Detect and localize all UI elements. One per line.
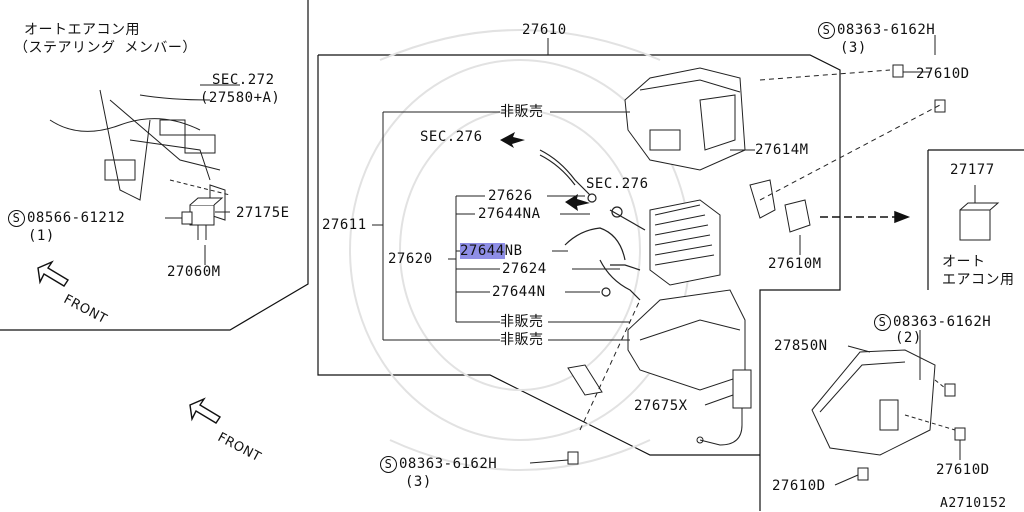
- not-for-sale-label-2: 非販売: [500, 314, 544, 330]
- s-marker-icon: S: [818, 22, 835, 39]
- left-leaders: [165, 84, 240, 265]
- relay-27177: [959, 202, 1000, 241]
- bolt-top-qty: (3): [840, 40, 867, 56]
- resistor-module: [749, 179, 811, 233]
- part-27644NA-label[interactable]: 27644NA: [478, 206, 541, 222]
- relay-illustration: [189, 197, 224, 240]
- duct-illustration: [811, 349, 936, 456]
- bolt-top-part: 08363-6162H: [837, 22, 936, 38]
- evaporator-core: [649, 199, 721, 286]
- bolt-08566-part: 08566-61212: [27, 210, 126, 226]
- sec-276-label-a[interactable]: SEC.276: [420, 129, 483, 145]
- part-27610D-b-label[interactable]: 27610D: [772, 478, 826, 494]
- bolt-icons: [181, 64, 966, 481]
- part-27620-label[interactable]: 27620: [388, 251, 433, 267]
- sensor-harness: [696, 369, 752, 446]
- main-leaders: [372, 35, 976, 486]
- part-27644NB-label[interactable]: 27644NB: [460, 243, 523, 259]
- part-27644N-label[interactable]: 27644N: [492, 284, 546, 300]
- bolt-right-part: 08363-6162H: [893, 314, 992, 330]
- filter-plate: [567, 364, 603, 396]
- part-27611-label[interactable]: 27611: [322, 217, 367, 233]
- sec276-arrow-a: [500, 132, 525, 148]
- part-27614M-label[interactable]: 27614M: [755, 142, 809, 158]
- front-arrow-main: [189, 397, 221, 424]
- bolt-08566-qty: (1): [28, 228, 55, 244]
- part-27644NB-suffix: NB: [504, 243, 523, 259]
- not-for-sale-label-3: 非販売: [500, 332, 544, 348]
- harness-illustration: [49, 89, 226, 221]
- s-marker-icon: S: [874, 314, 891, 331]
- part-27175E-label[interactable]: 27175E: [236, 205, 290, 221]
- bolt-bottom-qty: (3): [405, 474, 432, 490]
- s-marker-icon: S: [8, 210, 25, 227]
- part-27850N-label[interactable]: 27850N: [774, 338, 828, 354]
- part-27675X-label[interactable]: 27675X: [634, 398, 688, 414]
- bolt-bottom-part: 08363-6162H: [399, 456, 498, 472]
- part-27624-label[interactable]: 27624: [502, 261, 547, 277]
- bolt-right-qty: (2): [895, 330, 922, 346]
- part-27644NB-highlight: 27644: [460, 243, 505, 259]
- part-27060M-label[interactable]: 27060M: [167, 264, 221, 280]
- sec-272-label[interactable]: SEC.272: [212, 72, 275, 88]
- sec-272-sub-label: (27580+A): [200, 90, 281, 106]
- not-for-sale-label-1: 非販売: [500, 104, 544, 120]
- sec-276-label-b[interactable]: SEC.276: [586, 176, 649, 192]
- part-27610-label[interactable]: 27610: [522, 22, 567, 38]
- sec276-arrow-b: [565, 194, 590, 211]
- left-panel-title-line2: （ステアリング メンバー）: [14, 40, 197, 56]
- part-27610D-top-label[interactable]: 27610D: [916, 66, 970, 82]
- part-27177-note-line1: オート: [942, 254, 986, 270]
- part-27610M-label[interactable]: 27610M: [768, 256, 822, 272]
- s-marker-icon: S: [380, 456, 397, 473]
- left-panel-title-line1: オートエアコン用: [24, 22, 140, 38]
- part-27626-label[interactable]: 27626: [488, 188, 533, 204]
- figure-code: A2710152: [940, 496, 1007, 511]
- transfer-arrow: [820, 210, 911, 224]
- part-27177-note-line2: エアコン用: [942, 272, 1015, 288]
- pipes-and-valves: [539, 149, 646, 301]
- front-arrow-left-top: [37, 260, 69, 287]
- part-27610D-a-label[interactable]: 27610D: [936, 462, 990, 478]
- cooling-unit-upper: [624, 67, 746, 171]
- part-27177-label[interactable]: 27177: [950, 162, 995, 178]
- cooling-unit-lower-case: [627, 289, 746, 391]
